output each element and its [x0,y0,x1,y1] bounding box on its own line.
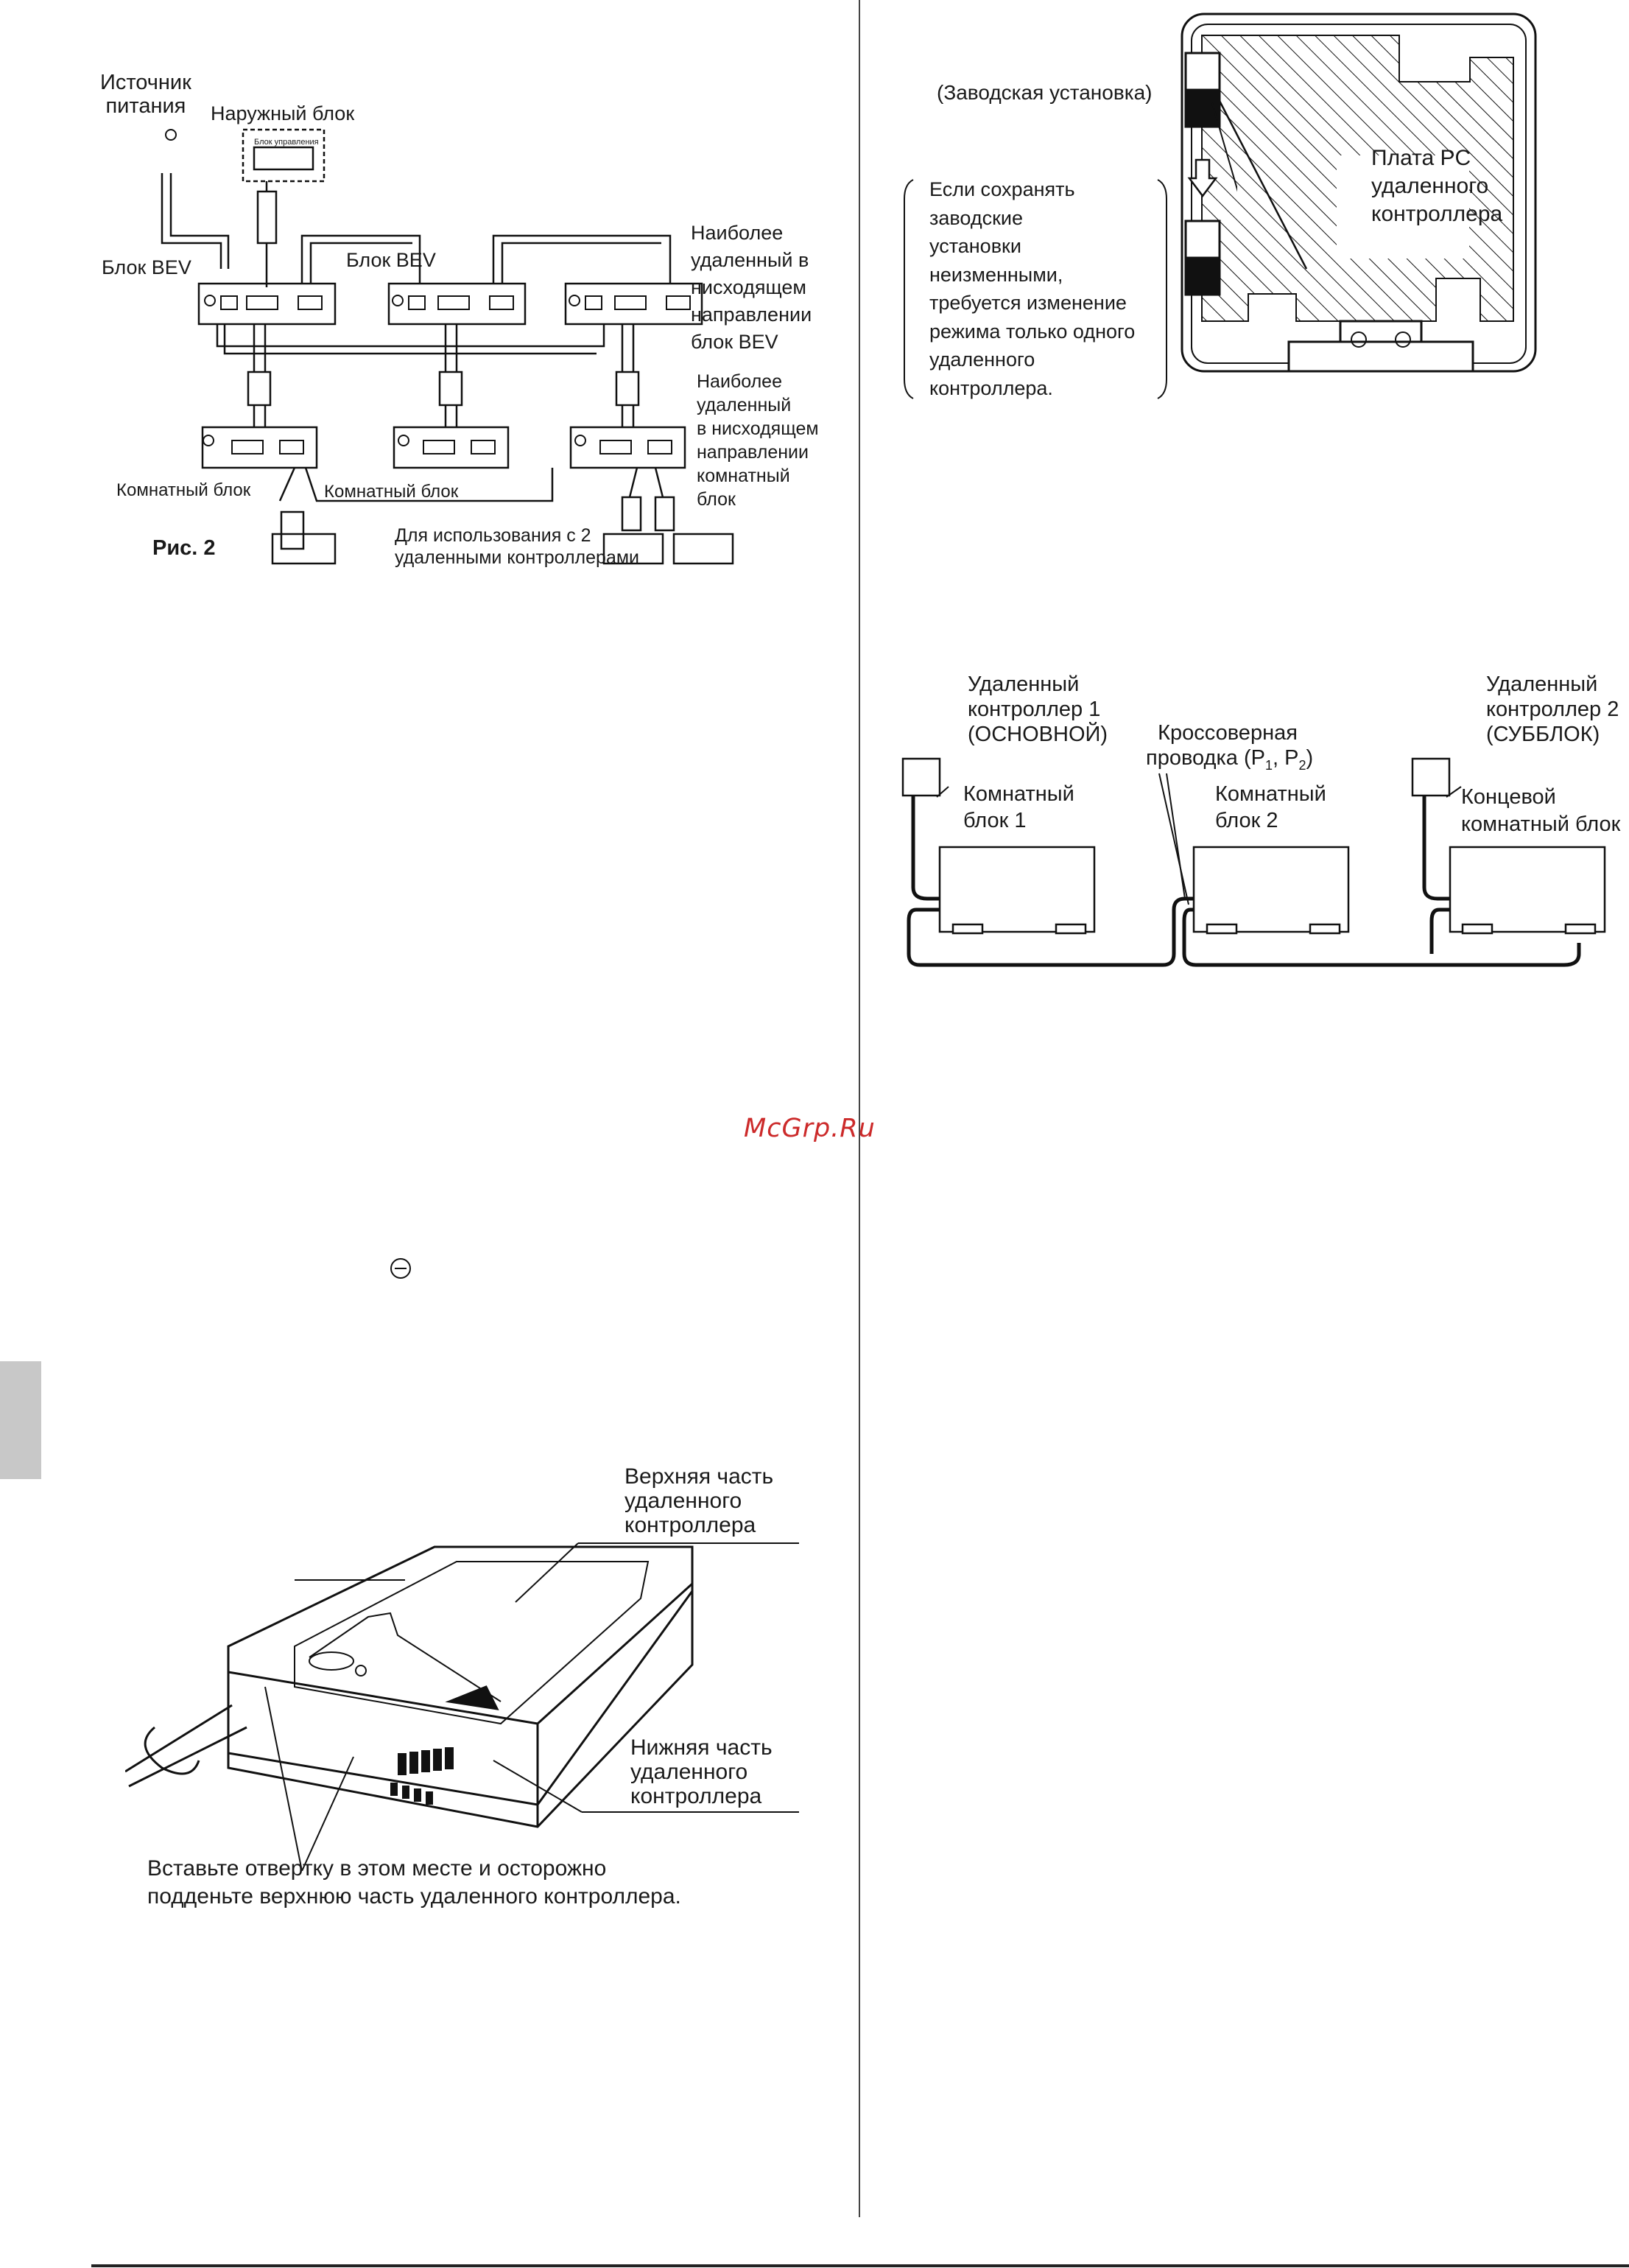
bev-left-label: Блок BEV [102,256,191,278]
power-source-label: Источник питания [100,71,191,118]
indoor2-label: Комнатный блок 2 [1215,782,1326,832]
pcb-switch-diagram [1181,13,1537,373]
wiring-diagram [161,128,734,565]
indoor-center-label: Комнатный блок [324,482,459,502]
upper-part-label: Верхняя часть удаленного контроллера [624,1464,774,1537]
control-block-label: Блок управления [254,138,319,147]
figure-number: Рис. 2 [152,536,216,560]
remote1-label: Удаленный контроллер 1 (ОСНОВНОЙ) [968,673,1108,746]
watermark: McGrp.Ru [744,1114,876,1143]
two-remotes-label: Для использования с 2 удаленными контрол… [395,525,640,568]
outdoor-unit-label: Наружный блок [211,102,355,124]
indoor-left-label: Комнатный блок [116,480,251,500]
note-brackets [904,179,1167,399]
remote-controller-drawing [125,1542,799,1871]
farthest-indoor-label: Наиболее удаленный в нисходящем направле… [697,371,819,510]
dip-switch-icons [1184,52,1237,296]
crossover-mid: , P [1272,746,1299,770]
section-tab [0,1361,41,1479]
screwdriver-instruction: Вставьте отвертку в этом месте и осторож… [147,1856,681,1909]
crossover-label: Кроссоверная проводка (P1, P2) [1146,695,1313,778]
farthest-bev-label: Наиболее удаленный в нисходящем направле… [691,222,812,353]
crossover-diagram [901,757,1606,967]
crossover-sub2: 2 [1298,757,1306,773]
lower-part-label: Нижняя часть удаленного контроллера [630,1735,773,1808]
end-indoor-label: Концевой комнатный блок [1461,785,1621,836]
bev-center-label: Блок BEV [346,249,436,271]
indoor1-label: Комнатный блок 1 [963,782,1074,832]
crossover-sub1: 1 [1264,757,1273,773]
remote2-label: Удаленный контроллер 2 (СУББЛОК) [1486,673,1619,746]
factory-pointer-line [1217,99,1308,270]
switch-note: Если сохранять заводские установки неизм… [929,178,1136,399]
down-arrow-icon [1187,158,1218,198]
bottom-rule [91,2264,1629,2267]
crossover-text: Кроссоверная проводка (P [1146,721,1298,770]
minus-circle-icon [390,1258,411,1279]
column-divider [859,0,860,2217]
crossover-end: ) [1306,746,1314,770]
pcb-label: Плата PC удаленного контроллера [1371,146,1503,226]
factory-setting-label: (Заводская установка) [937,81,1153,104]
